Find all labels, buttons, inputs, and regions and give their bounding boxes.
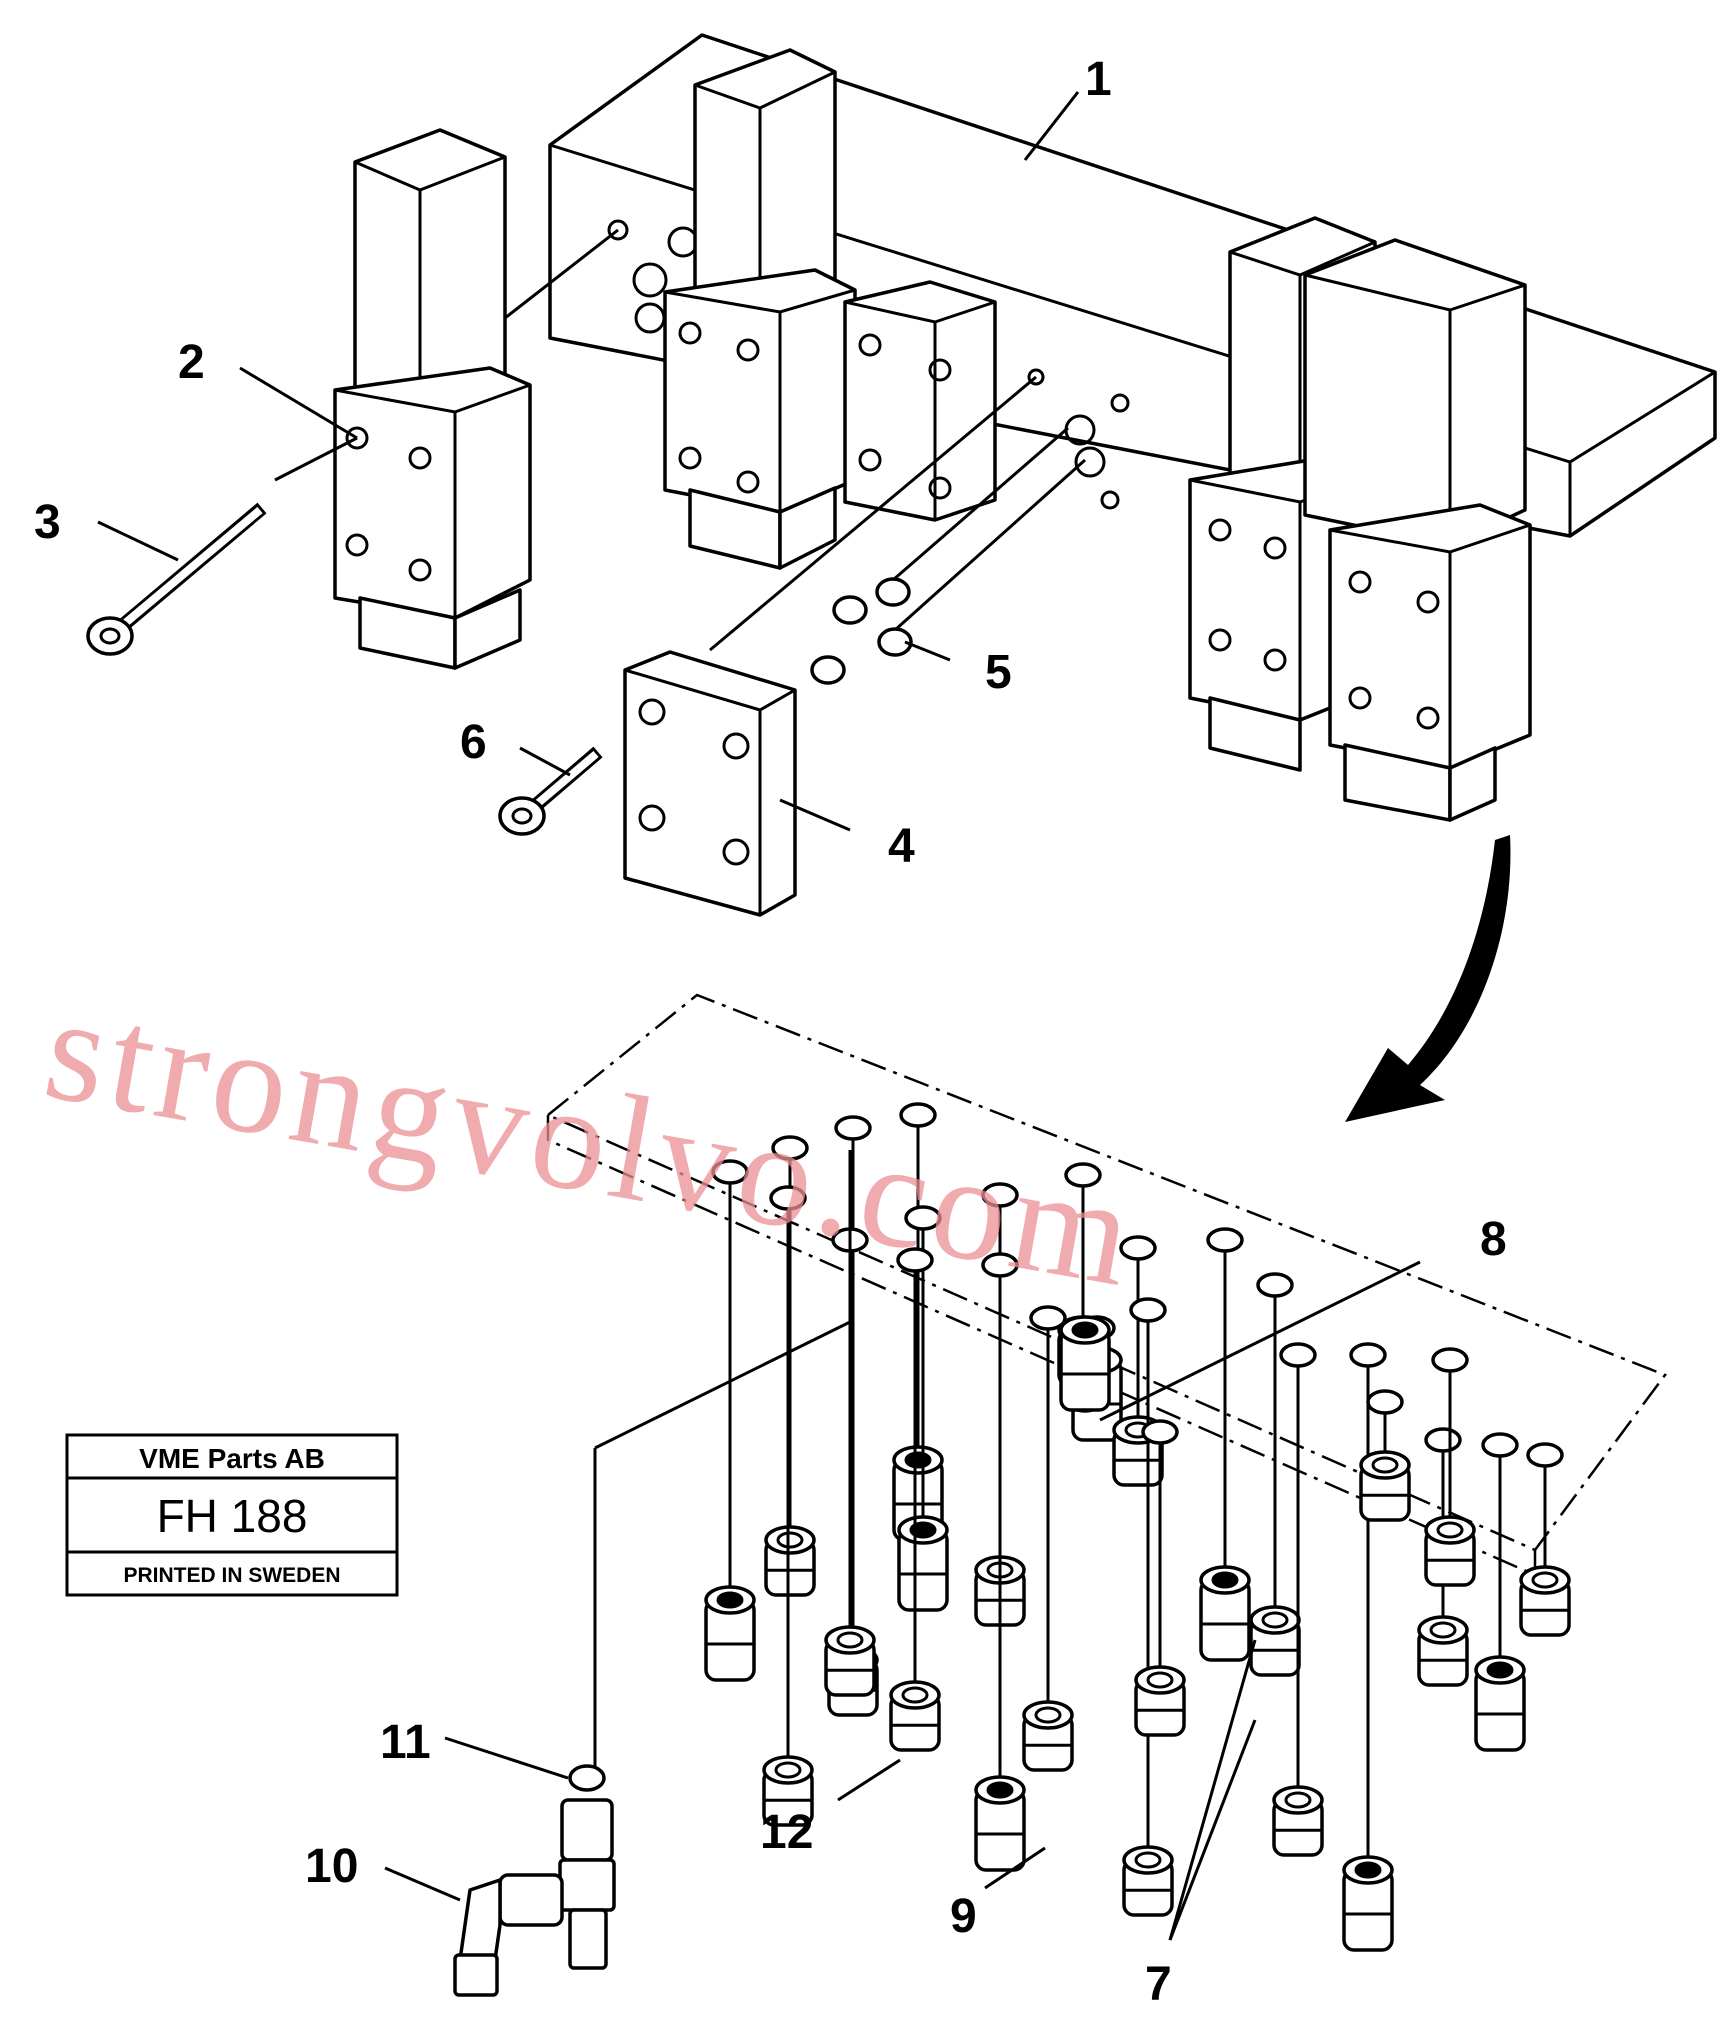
- fitting-bore: [1284, 1791, 1312, 1809]
- fitting-bore: [1034, 1706, 1062, 1724]
- tee-fitting: [453, 1150, 852, 1997]
- fitting-bore: [1071, 1321, 1099, 1339]
- short-screw: [498, 746, 603, 836]
- curved-arrow: [1345, 835, 1511, 1122]
- fitting-bore: [774, 1761, 802, 1779]
- fitting-bore: [1134, 1851, 1162, 1869]
- callout-4: 4: [888, 820, 915, 873]
- port-ring: [1526, 1442, 1564, 1468]
- fitting-bore: [716, 1591, 744, 1609]
- fitting-bore: [1371, 1456, 1399, 1474]
- callout-12: 12: [760, 1806, 813, 1859]
- callout-1: 1: [1085, 53, 1112, 106]
- fitting-bore: [904, 1451, 932, 1469]
- fitting-bore: [1261, 1611, 1289, 1629]
- solenoid-valve-right-2: [1303, 238, 1532, 822]
- callout-2: 2: [178, 336, 205, 389]
- cover-plate-mounted: [843, 280, 997, 522]
- callout-8: 8: [1480, 1213, 1507, 1266]
- fittings-group: [704, 1102, 1571, 1952]
- callout-leaders: [97, 91, 1421, 1941]
- info-box-footer: PRINTED IN SWEDEN: [123, 1564, 340, 1587]
- callout-11: 11: [380, 1716, 431, 1769]
- fitting-bore: [1354, 1861, 1382, 1879]
- port-ring: [1141, 1419, 1179, 1445]
- solenoid-valve-center: [663, 48, 857, 570]
- callout-9: 9: [950, 1890, 977, 1943]
- callout-10: 10: [305, 1840, 358, 1893]
- fitting-bore: [1531, 1571, 1559, 1589]
- info-box-title: VME Parts AB: [139, 1443, 325, 1474]
- fitting-bore: [909, 1521, 937, 1539]
- port-ring: [1029, 1305, 1067, 1331]
- fitting-bore: [1486, 1661, 1514, 1679]
- port-ring: [1424, 1427, 1462, 1453]
- fitting-bore: [901, 1686, 929, 1704]
- fitting-bore: [1146, 1671, 1174, 1689]
- manifold-outline-dashed: [545, 993, 1667, 1577]
- fitting-bore: [1211, 1571, 1239, 1589]
- fitting-bore: [776, 1531, 804, 1549]
- info-box-code: FH 188: [157, 1490, 308, 1542]
- long-screw: [86, 502, 267, 656]
- cover-plate-detached: [623, 650, 797, 917]
- port-ring: [1279, 1342, 1317, 1368]
- port-ring: [1206, 1227, 1244, 1253]
- port-ring: [1349, 1342, 1387, 1368]
- solenoid-valve-left: [333, 128, 532, 670]
- assembly-lines-upper: [274, 228, 1037, 652]
- callout-7: 7: [1145, 1958, 1172, 2011]
- port-ring: [1256, 1272, 1294, 1298]
- port-ring: [1431, 1347, 1469, 1373]
- info-box: VME Parts AB FH 188 PRINTED IN SWEDEN: [65, 1433, 399, 1597]
- watermark: strongvolvo.com: [34, 964, 1149, 1319]
- port-ring: [1129, 1297, 1167, 1323]
- callout-numbers: 1 2 3 4 5 6 7 8 9 10 11 12: [34, 53, 1507, 2011]
- fitting-bore: [836, 1631, 864, 1649]
- callout-5: 5: [985, 646, 1012, 699]
- fitting-bore: [986, 1781, 1014, 1799]
- callout-3: 3: [34, 496, 61, 549]
- port-ring: [1366, 1389, 1404, 1415]
- port-ring: [1481, 1432, 1519, 1458]
- callout-6: 6: [460, 716, 487, 769]
- o-rings: [810, 426, 1087, 685]
- fitting-bore: [1436, 1521, 1464, 1539]
- fitting-bore: [1429, 1621, 1457, 1639]
